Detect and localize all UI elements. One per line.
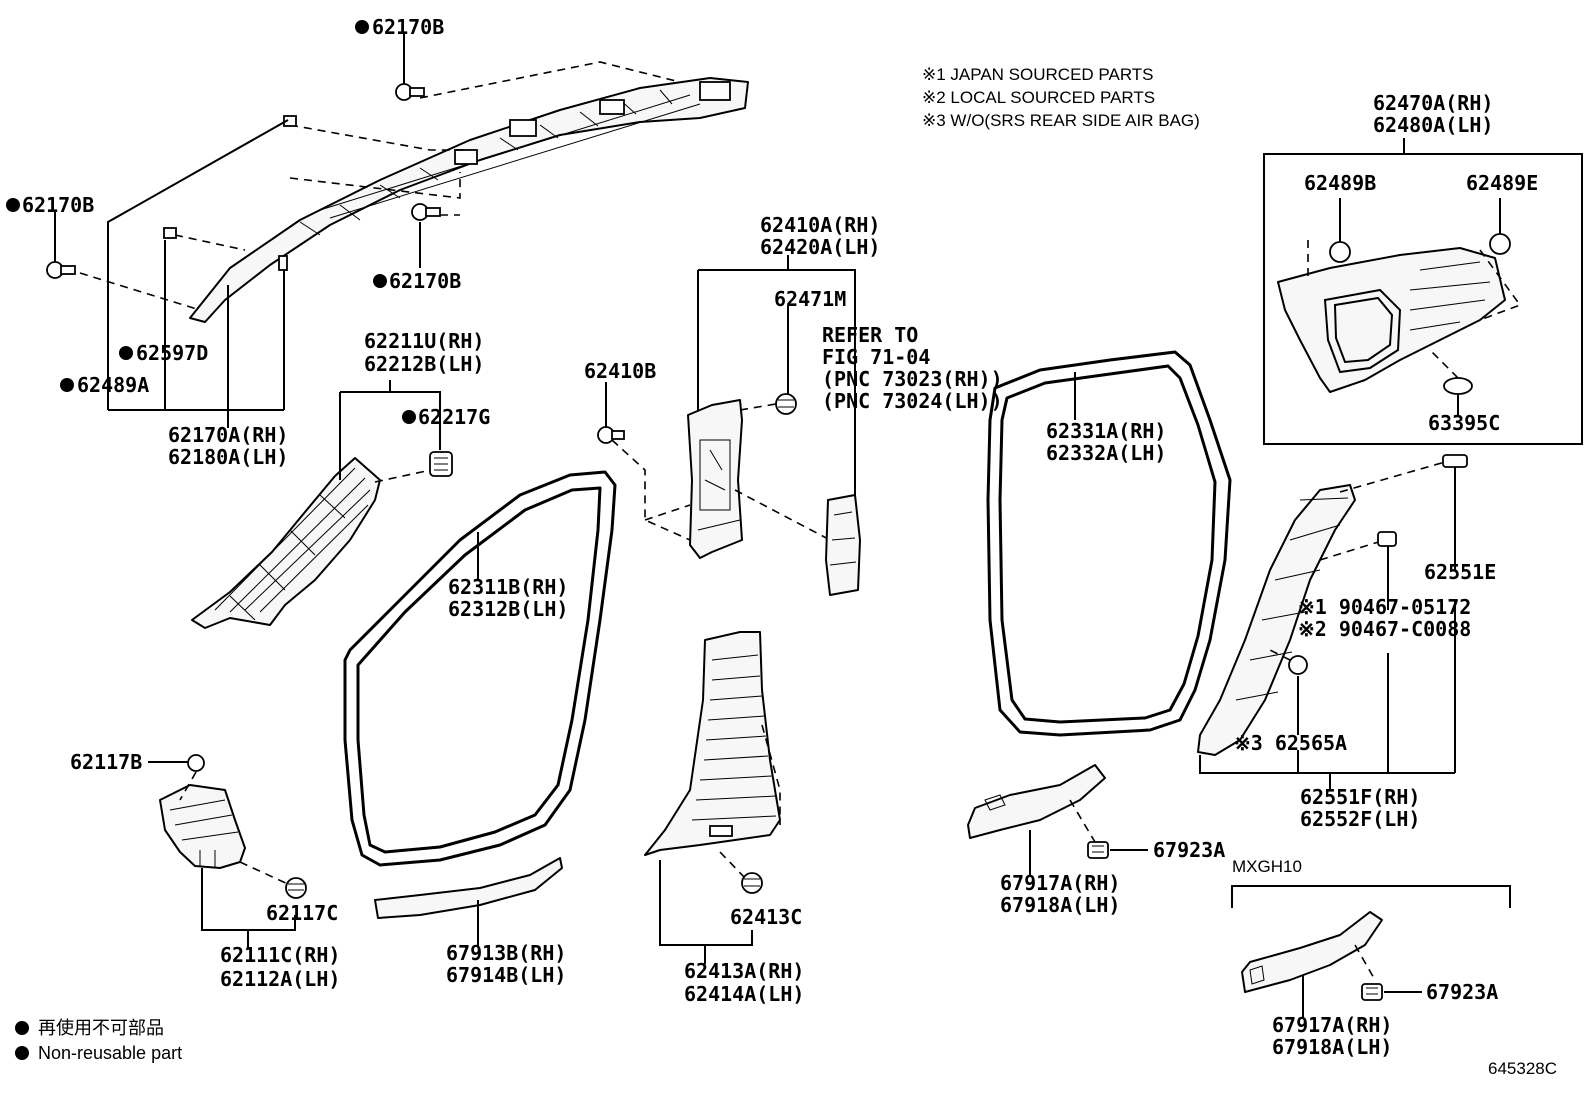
label-62170B-left: 62170B	[22, 193, 94, 217]
label-refer-to: REFER TO	[822, 323, 918, 347]
legend-jp-text: 再使用不可部品	[38, 1018, 164, 1038]
rear-pillar-garnish	[1197, 484, 1356, 756]
label-refer-pnc-rh: (PNC 73023(RH))	[822, 367, 1003, 391]
quarter-trim-panel	[1277, 247, 1506, 393]
variant-rear-scuff-plate	[1241, 911, 1383, 993]
non-reusable-mark	[402, 410, 416, 424]
clip-62170B-left	[46, 212, 76, 279]
label-67918A-1: 67918A(LH)	[1000, 893, 1120, 917]
front-door-weatherstrip	[343, 470, 617, 867]
label-67913B: 67913B(RH)	[446, 941, 566, 965]
label-62471M: 62471M	[774, 287, 846, 311]
label-67918A-2: 67918A(LH)	[1272, 1035, 1392, 1059]
seat-belt-adjuster	[825, 494, 861, 596]
label-62480A: 62480A(LH)	[1373, 113, 1493, 137]
non-reusable-mark	[60, 378, 74, 392]
clip-62117C	[285, 877, 307, 899]
clip-62170B-top	[395, 32, 425, 101]
label-62311B: 62311B(RH)	[448, 575, 568, 599]
front-scuff-plate	[374, 857, 563, 919]
label-67917A-1: 67917A(RH)	[1000, 871, 1120, 895]
label-62551E: 62551E	[1424, 560, 1496, 584]
label-62180A: 62180A(LH)	[168, 445, 288, 469]
label-67923A-1: 67923A	[1153, 838, 1225, 862]
label-62470A: 62470A(RH)	[1373, 91, 1493, 115]
center-pillar-upper-garnish	[687, 399, 743, 559]
clip-62217G	[429, 451, 453, 477]
clip-62117B	[187, 754, 205, 772]
label-62413C: 62413C	[730, 905, 802, 929]
figure-id: 645328C	[1488, 1059, 1557, 1078]
label-62170B-mid: 62170B	[389, 269, 461, 293]
label-90467-05172: ※1 90467-05172	[1298, 595, 1471, 619]
label-62410B: 62410B	[584, 359, 656, 383]
rear-scuff-plate	[967, 764, 1106, 839]
label-62489E: 62489E	[1466, 171, 1538, 195]
label-67914B: 67914B(LH)	[446, 963, 566, 987]
legend: 再使用不可部品 Non-reusable part	[15, 1018, 182, 1063]
non-reusable-mark	[373, 274, 387, 288]
label-62331A: 62331A(RH)	[1046, 419, 1166, 443]
variant-bracket	[1231, 885, 1511, 908]
legend-dot	[15, 1046, 29, 1060]
center-pillar-lower-garnish	[644, 631, 781, 856]
label-62211U: 62211U(RH)	[364, 329, 484, 353]
label-62117B: 62117B	[70, 750, 142, 774]
clip-62489E	[1489, 198, 1511, 255]
label-62410A: 62410A(RH)	[760, 213, 880, 237]
label-62212B: 62212B(LH)	[364, 352, 484, 376]
label-62111C: 62111C(RH)	[220, 943, 340, 967]
non-reusable-mark	[6, 198, 20, 212]
cowl-side-trim	[159, 784, 246, 869]
label-67917A-2: 67917A(RH)	[1272, 1013, 1392, 1037]
label-62413A: 62413A(RH)	[684, 959, 804, 983]
label-62551F: 62551F(RH)	[1300, 785, 1420, 809]
label-62565A: ※3 62565A	[1234, 731, 1347, 755]
clip-62413C	[741, 872, 763, 894]
legend-dot	[15, 1021, 29, 1035]
label-62414A: 62414A(LH)	[684, 982, 804, 1006]
roof-side-garnish	[189, 77, 749, 323]
note-without-airbag: ※3 W/O(SRS REAR SIDE AIR BAG)	[922, 111, 1200, 130]
clip-62471M	[775, 393, 797, 415]
front-pillar-garnish	[191, 457, 381, 629]
clip-62410B	[597, 382, 625, 444]
non-reusable-mark	[355, 20, 369, 34]
label-refer-fig: FIG 71-04	[822, 345, 930, 369]
rear-door-weatherstrip	[986, 350, 1232, 737]
label-63395C: 63395C	[1428, 411, 1500, 435]
label-90467-C0088: ※2 90467-C0088	[1298, 617, 1471, 641]
label-62332A: 62332A(LH)	[1046, 441, 1166, 465]
label-67923A-2: 67923A	[1426, 980, 1498, 1004]
label-62489A: 62489A	[77, 373, 149, 397]
label-62312B: 62312B(LH)	[448, 597, 568, 621]
clip-62551E	[1442, 454, 1468, 468]
label-62117C: 62117C	[266, 901, 338, 925]
clip-62565A	[1288, 655, 1308, 735]
label-62112A: 62112A(LH)	[220, 967, 340, 991]
legend-en-text: Non-reusable part	[38, 1043, 182, 1063]
label-mxgh10: MXGH10	[1232, 857, 1302, 876]
label-62217G: 62217G	[418, 405, 490, 429]
note-japan-sourced: ※1 JAPAN SOURCED PARTS	[922, 65, 1154, 84]
clip-67923A-1	[1087, 841, 1109, 859]
non-reusable-mark	[119, 346, 133, 360]
quarter-trim-box	[1263, 153, 1583, 445]
clip-67923A-2	[1361, 983, 1383, 1001]
label-62552F: 62552F(LH)	[1300, 807, 1420, 831]
clip-62170B-mid	[411, 203, 441, 268]
label-refer-pnc-lh: (PNC 73024(LH))	[822, 389, 1003, 413]
clip-62489B	[1329, 198, 1351, 263]
note-local-sourced: ※2 LOCAL SOURCED PARTS	[922, 88, 1155, 107]
label-62170B-top: 62170B	[372, 15, 444, 39]
label-62170A: 62170A(RH)	[168, 423, 288, 447]
label-62597D: 62597D	[136, 341, 208, 365]
label-62489B: 62489B	[1304, 171, 1376, 195]
label-62420A: 62420A(LH)	[760, 235, 880, 259]
